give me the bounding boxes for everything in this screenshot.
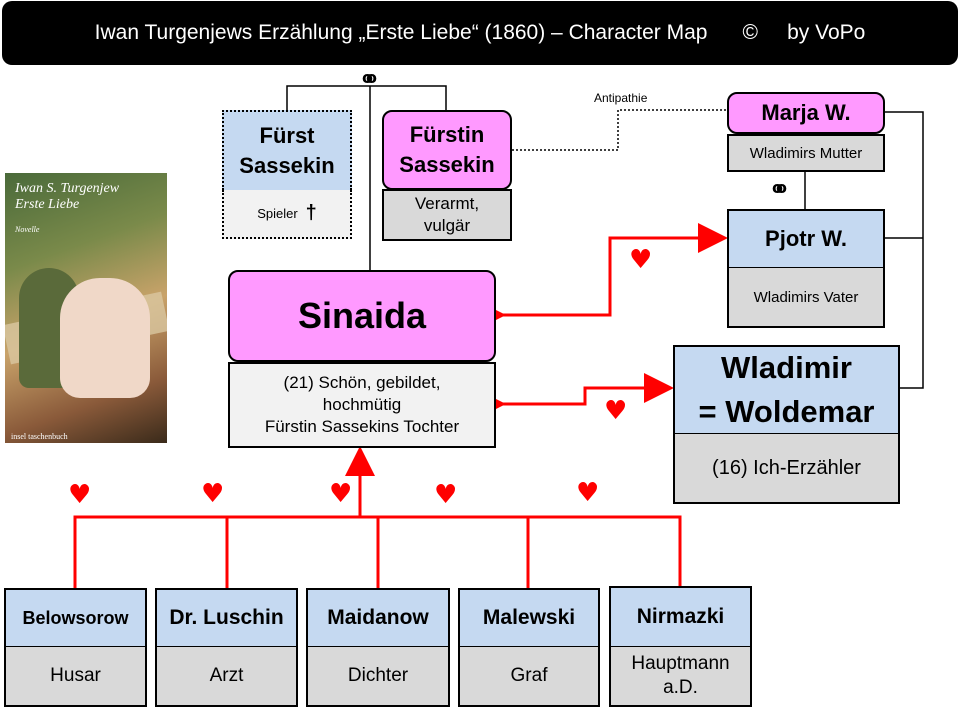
sinaida-name-box: Sinaida — [228, 270, 496, 362]
book-figure-woman — [60, 278, 150, 398]
suitor-luschin-name: Dr. Luschin — [155, 588, 298, 648]
suitor-3-name: Maidanow — [327, 606, 429, 629]
suitor-luschin-desc: Arzt — [155, 647, 298, 707]
marja-name-box: Marja W. — [727, 92, 885, 134]
love-arrow-pjotr — [476, 223, 728, 330]
book-title-line1: Iwan S. Turgenjew — [15, 181, 120, 196]
suitor-nirmazki-desc: Hauptmann a.D. — [609, 647, 752, 707]
book-title-line2: Erste Liebe — [15, 197, 80, 212]
heart-icon-suitor-1: ♥ — [68, 480, 92, 510]
wladimir-name-line1: Wladimir — [721, 350, 852, 385]
heart-icon-suitor-2: ♥ — [201, 479, 225, 509]
fuerstin-name-box: Fürstin Sassekin — [382, 110, 512, 190]
parent-line-wladimir — [885, 111, 924, 389]
heart-icon-suitor-3: ♥ — [329, 479, 353, 509]
wladimir-name-box: Wladimir = Woldemar — [673, 345, 900, 435]
fuerstin-name-line2: Sassekin — [399, 152, 495, 177]
heart-icon-suitor-4: ♥ — [434, 480, 458, 510]
antipathie-line — [512, 109, 727, 151]
marriage-ring-w: oo — [772, 178, 787, 197]
fuerst-desc-box: Spieler † — [222, 190, 352, 239]
heart-icon-suitor-5: ♥ — [576, 478, 600, 508]
suitor-3-desc: Dichter — [347, 665, 409, 686]
pjotr-name: Pjotr W. — [765, 226, 847, 251]
wladimir-desc: (16) Ich-Erzähler — [712, 456, 861, 479]
wladimir-desc-box: (16) Ich-Erzähler — [673, 434, 900, 504]
suitor-5-desc-line1: Hauptmann — [631, 653, 730, 674]
suitor-1-desc: Husar — [50, 665, 101, 686]
sinaida-desc-box: (21) Schön, gebildet, hochmütig Fürstin … — [228, 362, 496, 448]
fuerstin-name-line1: Fürstin — [409, 122, 485, 147]
marja-desc-box: Wladimirs Mutter — [727, 134, 885, 172]
fuerst-name-line1: Fürst — [259, 123, 315, 148]
love-arrow-wladimir — [476, 373, 674, 419]
title-bar: Iwan Turgenjews Erzählung „Erste Liebe“ … — [2, 1, 958, 65]
fuerst-desc: Spieler — [257, 206, 298, 221]
book-publisher: insel taschenbuch — [11, 432, 68, 441]
pjotr-name-box: Pjotr W. — [727, 209, 885, 269]
sinaida-desc-line2: hochmütig — [322, 395, 402, 414]
fuerstin-desc-box: Verarmt, vulgär — [382, 189, 512, 241]
fuerst-name-line2: Sassekin — [239, 153, 335, 178]
suitor-malewski-desc: Graf — [458, 647, 600, 707]
marja-name: Marja W. — [761, 100, 851, 125]
suitor-5-desc-line2: a.D. — [663, 677, 698, 698]
fuerstin-desc-line2: vulgär — [423, 216, 471, 235]
wladimir-name-line2: = Woldemar — [698, 394, 875, 429]
pjotr-desc-box: Wladimirs Vater — [727, 268, 885, 328]
sinaida-name: Sinaida — [297, 295, 427, 336]
marja-desc: Wladimirs Mutter — [749, 144, 863, 162]
sinaida-desc-line3: Fürstin Sassekins Tochter — [264, 417, 460, 436]
fuerstin-desc-line1: Verarmt, — [414, 194, 480, 213]
suitor-maidanow-desc: Dichter — [306, 647, 450, 707]
suitor-malewski-name: Malewski — [458, 588, 600, 648]
suitor-nirmazki-name: Nirmazki — [609, 586, 752, 648]
pjotr-desc: Wladimirs Vater — [753, 288, 859, 306]
suitor-1-name: Belowsorow — [22, 607, 129, 628]
suitor-4-name: Malewski — [482, 606, 576, 629]
heart-icon-wladimir: ♥ — [604, 396, 628, 426]
antipathie-label: Antipathie — [594, 91, 648, 105]
heart-icon-pjotr: ♥ — [629, 245, 653, 275]
sinaida-desc-line1: (21) Schön, gebildet, — [283, 373, 441, 392]
title-text: Iwan Turgenjews Erzählung „Erste Liebe“ … — [94, 21, 866, 44]
book-subtitle: Novelle — [15, 225, 40, 234]
suitor-2-desc: Arzt — [209, 665, 244, 686]
dagger-icon: † — [305, 202, 317, 224]
suitor-4-desc: Graf — [510, 665, 548, 686]
fuerst-name-box: Fürst Sassekin — [222, 110, 352, 190]
marriage-ring-sassekin: oo — [362, 68, 377, 87]
suitor-5-name: Nirmazki — [636, 605, 725, 628]
suitor-belowsorow-desc: Husar — [4, 647, 147, 707]
suitor-belowsorow-name: Belowsorow — [4, 588, 147, 648]
suitor-maidanow-name: Maidanow — [306, 588, 450, 648]
suitor-2-name: Dr. Luschin — [169, 606, 284, 629]
marriage-line-sassekin — [286, 85, 447, 112]
